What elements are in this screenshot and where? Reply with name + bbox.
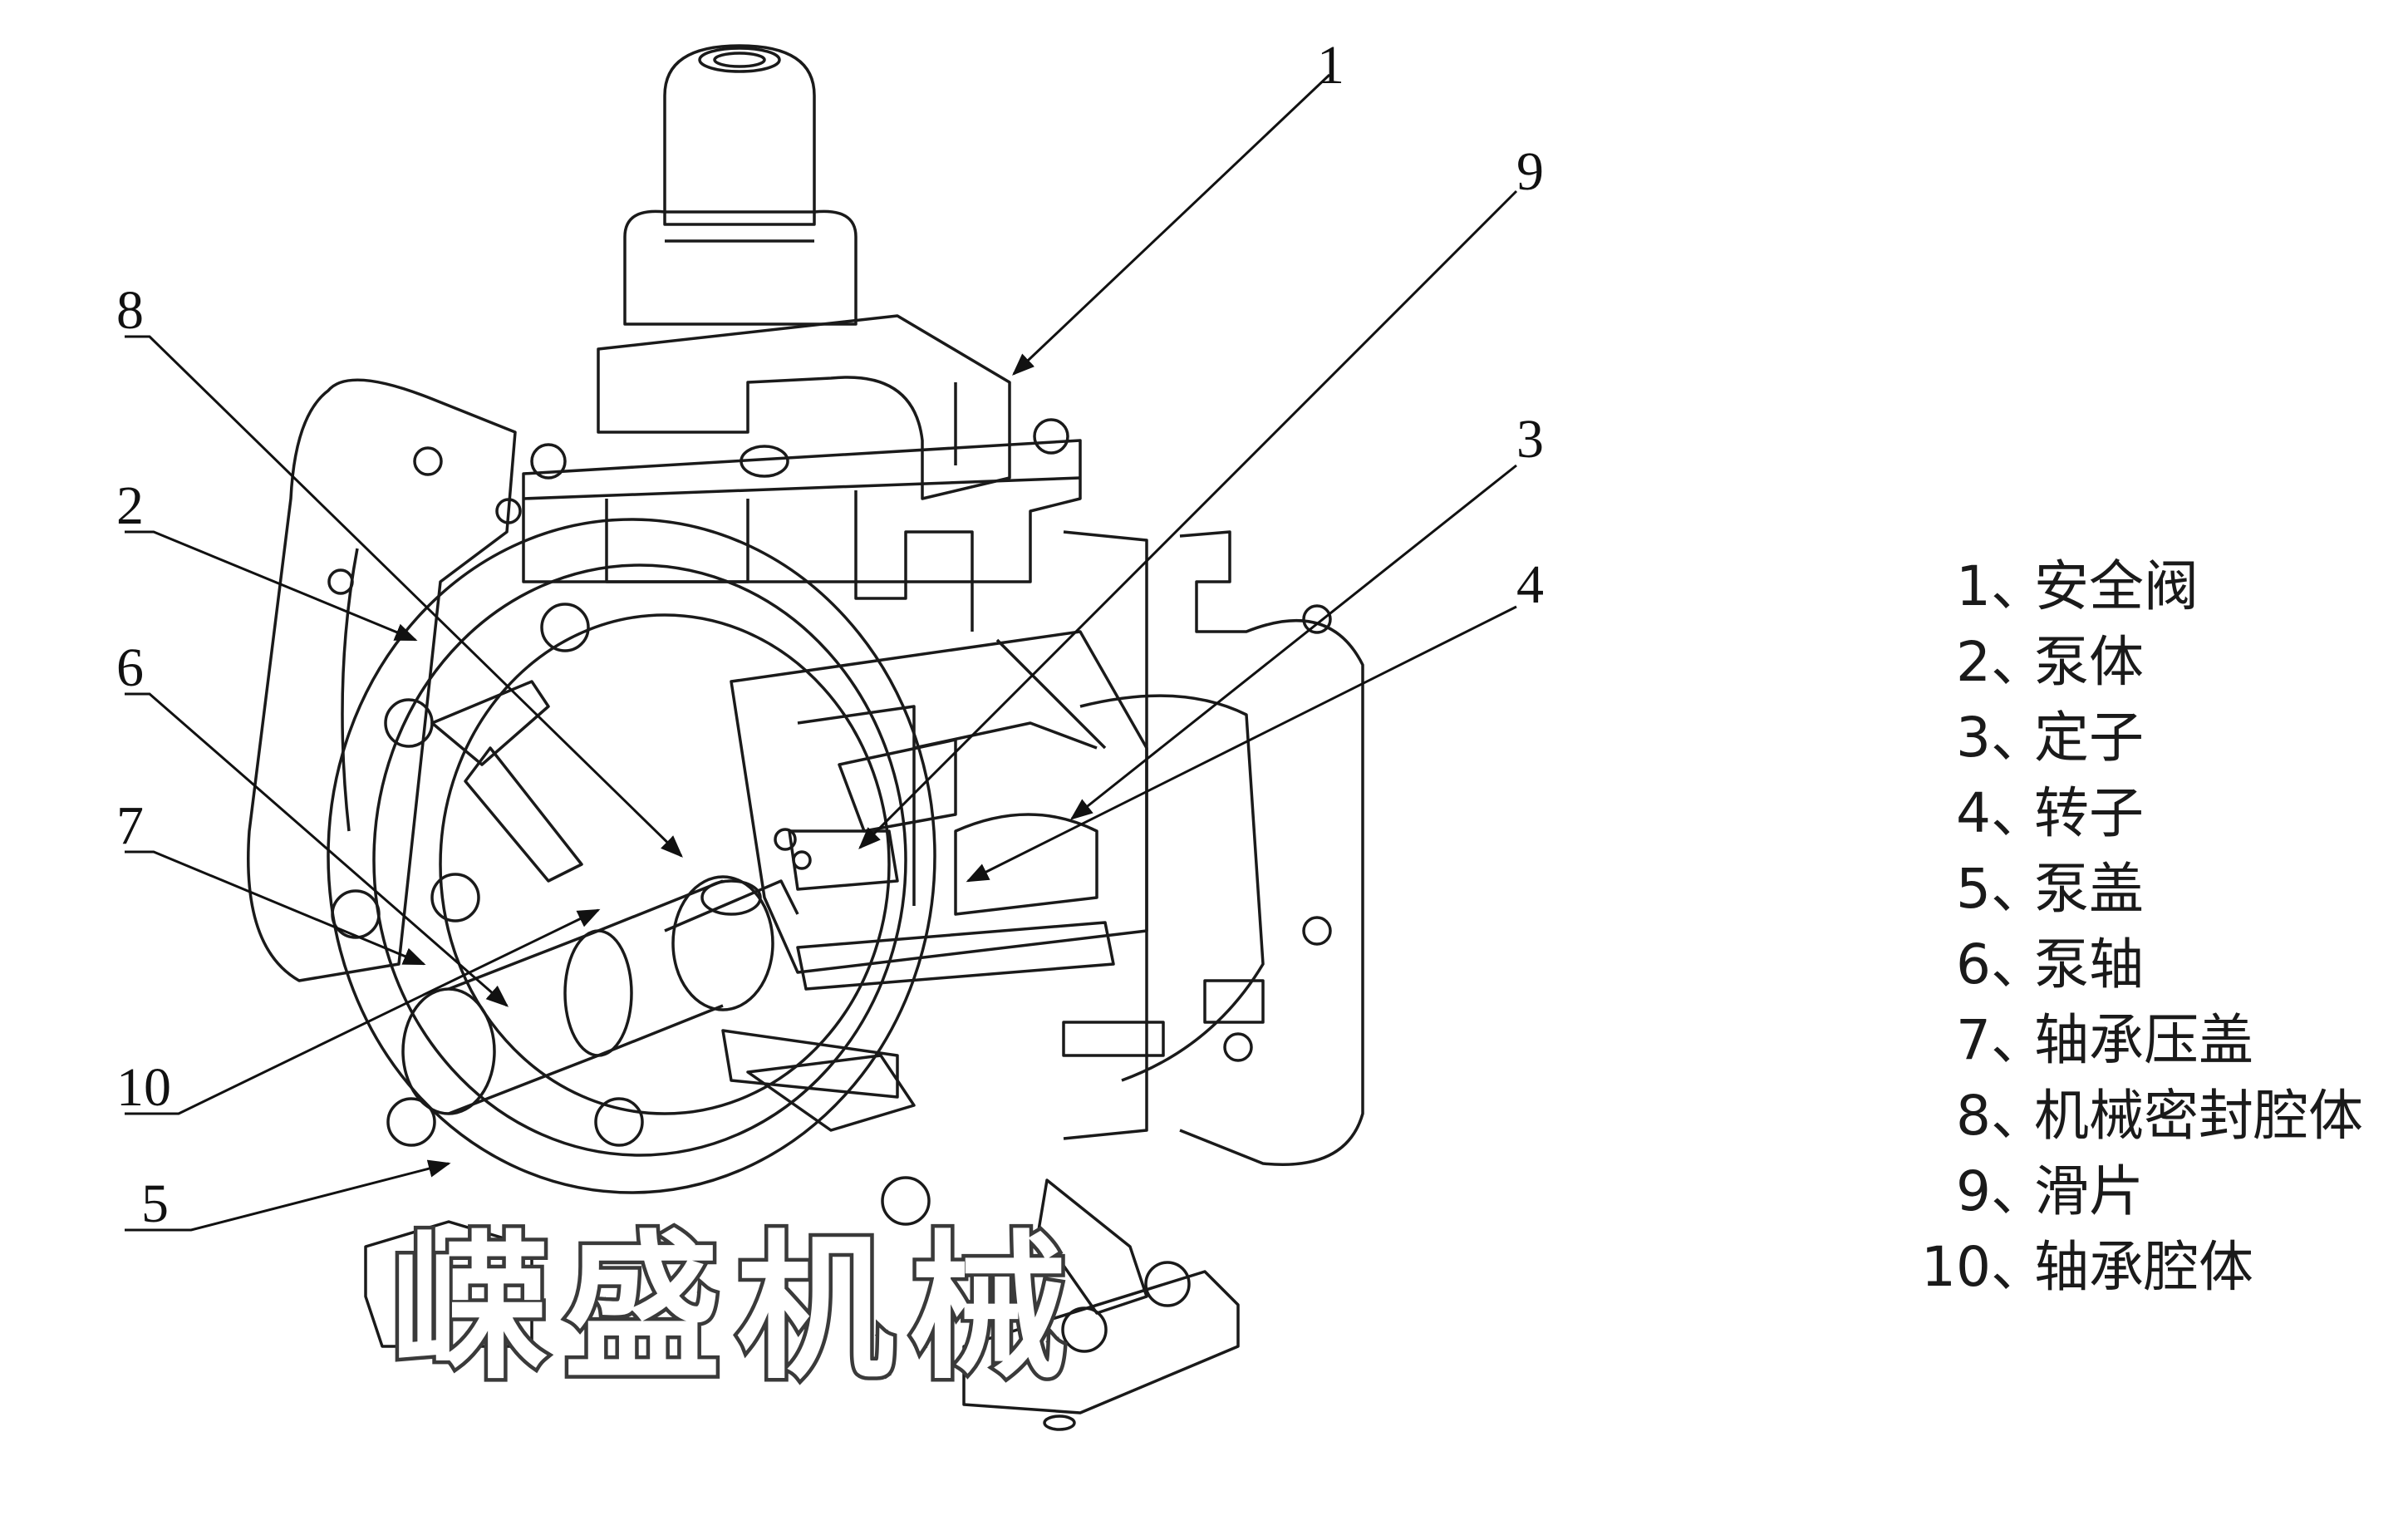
legend-item: 6、泵轴	[1956, 932, 2144, 996]
watermark-text: 嵘盛机械	[391, 1217, 1082, 1400]
leader-10	[125, 908, 601, 1115]
parts-legend: 1、安全阀 2、泵体 3、定子 4、转子 5、泵盖 6、泵轴 7、轴承压盖 8、…	[1894, 549, 2393, 1305]
cover-bolts	[331, 603, 931, 1226]
leader-2	[125, 530, 418, 642]
legend-item: 8、机械密封腔体	[1956, 1084, 2363, 1148]
leader-9	[858, 189, 1518, 849]
leader-8	[125, 335, 683, 858]
legend-item: 4、转子	[1956, 781, 2144, 845]
leader-lines	[125, 73, 1518, 1232]
pump-shaft	[401, 875, 799, 1115]
callout-numbers: 1 9 8 3 2 4 6 7 10 5	[116, 35, 1544, 1234]
legend-item: 2、泵体	[1956, 630, 2144, 694]
pump-cover	[327, 518, 936, 1194]
leader-3	[1069, 464, 1517, 820]
legend-item: 7、轴承压盖	[1956, 1008, 2253, 1072]
right-flange	[1062, 530, 1364, 1166]
callout-7: 7	[116, 795, 144, 856]
callout-9: 9	[1516, 141, 1544, 202]
legend-item: 9、滑片	[1956, 1159, 2144, 1223]
callout-4: 4	[1516, 554, 1544, 615]
leader-4	[966, 605, 1517, 883]
callout-8: 8	[116, 280, 144, 341]
leader-1	[1012, 73, 1331, 376]
stator-rotor-section	[730, 630, 1148, 991]
legend-item: 5、泵盖	[1956, 857, 2144, 921]
pump-body-top	[522, 418, 1082, 632]
callout-5: 5	[141, 1173, 169, 1234]
safety-valve	[597, 44, 1011, 500]
pump-base	[364, 1178, 1240, 1431]
leader-5	[125, 1159, 451, 1232]
callout-10: 10	[116, 1057, 171, 1118]
callout-2: 2	[116, 475, 144, 536]
leader-7	[125, 850, 426, 966]
legend-item: 10、轴承腔体	[1921, 1235, 2253, 1299]
callout-6: 6	[116, 637, 144, 698]
leader-6	[125, 692, 509, 1007]
callout-3: 3	[1516, 409, 1544, 470]
left-flange	[247, 378, 522, 982]
legend-item: 3、定子	[1956, 706, 2144, 770]
callout-1: 1	[1317, 35, 1344, 96]
legend-item: 1、安全阀	[1956, 554, 2199, 618]
